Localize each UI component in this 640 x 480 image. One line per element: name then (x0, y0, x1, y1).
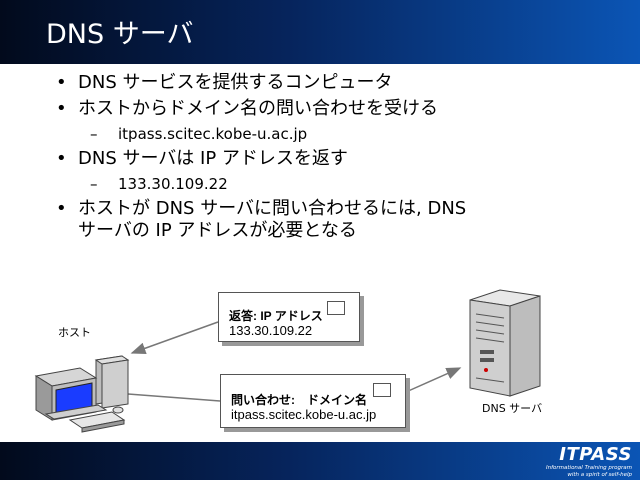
query-line2: itpass.scitec.kobe-u.ac.jp (231, 407, 377, 422)
bullet-marker: • (56, 98, 67, 119)
server-label: DNS サーバ (482, 402, 543, 415)
sub-bullet-marker: – (90, 125, 98, 143)
sub-bullet-1: itpass.scitec.kobe-u.ac.jp (118, 125, 308, 143)
host-label: ホスト (58, 326, 91, 339)
bullet-3: DNS サーバは IP アドレスを返す (78, 148, 348, 169)
bullet-marker: • (56, 148, 67, 169)
bullet-marker: • (56, 72, 67, 93)
reply-envelope: 返答: IP アドレス 133.30.109.22 (218, 292, 360, 342)
sub-bullet-2: 133.30.109.22 (118, 175, 228, 193)
slide-title: DNS サーバ (46, 19, 194, 50)
reply-arrow (130, 321, 219, 355)
footer-bar: ITPASS Informational Training program wi… (0, 442, 640, 480)
query-envelope: 問い合わせ: ドメイン名 itpass.scitec.kobe-u.ac.jp (220, 374, 406, 428)
stamp-icon (373, 383, 391, 397)
bullet-marker: • (56, 198, 67, 219)
sub-bullet-marker: – (90, 175, 98, 193)
query-arrow-out (405, 367, 462, 393)
bullet-4-line2: サーバの IP アドレスが必要となる (78, 220, 357, 241)
query-arrow (127, 393, 221, 402)
bullet-4-line1: ホストが DNS サーバに問い合わせるには, DNS (78, 198, 467, 219)
query-line1: 問い合わせ: ドメイン名 (231, 393, 367, 407)
host-computer-icon (34, 355, 130, 433)
title-bar: DNS サーバ (0, 0, 640, 64)
logo-tagline-1: Informational Training program (545, 465, 632, 471)
reply-line1: 返答: IP アドレス (229, 309, 323, 323)
bullet-1: DNS サービスを提供するコンピュータ (78, 72, 393, 93)
reply-line2: 133.30.109.22 (229, 323, 313, 338)
bullet-2: ホストからドメイン名の問い合わせを受ける (78, 98, 438, 119)
dns-server-icon (469, 289, 541, 397)
logo-tagline-2: with a spirit of self-help (567, 472, 632, 478)
itpass-logo: ITPASS (559, 444, 632, 465)
stamp-icon (327, 301, 345, 315)
